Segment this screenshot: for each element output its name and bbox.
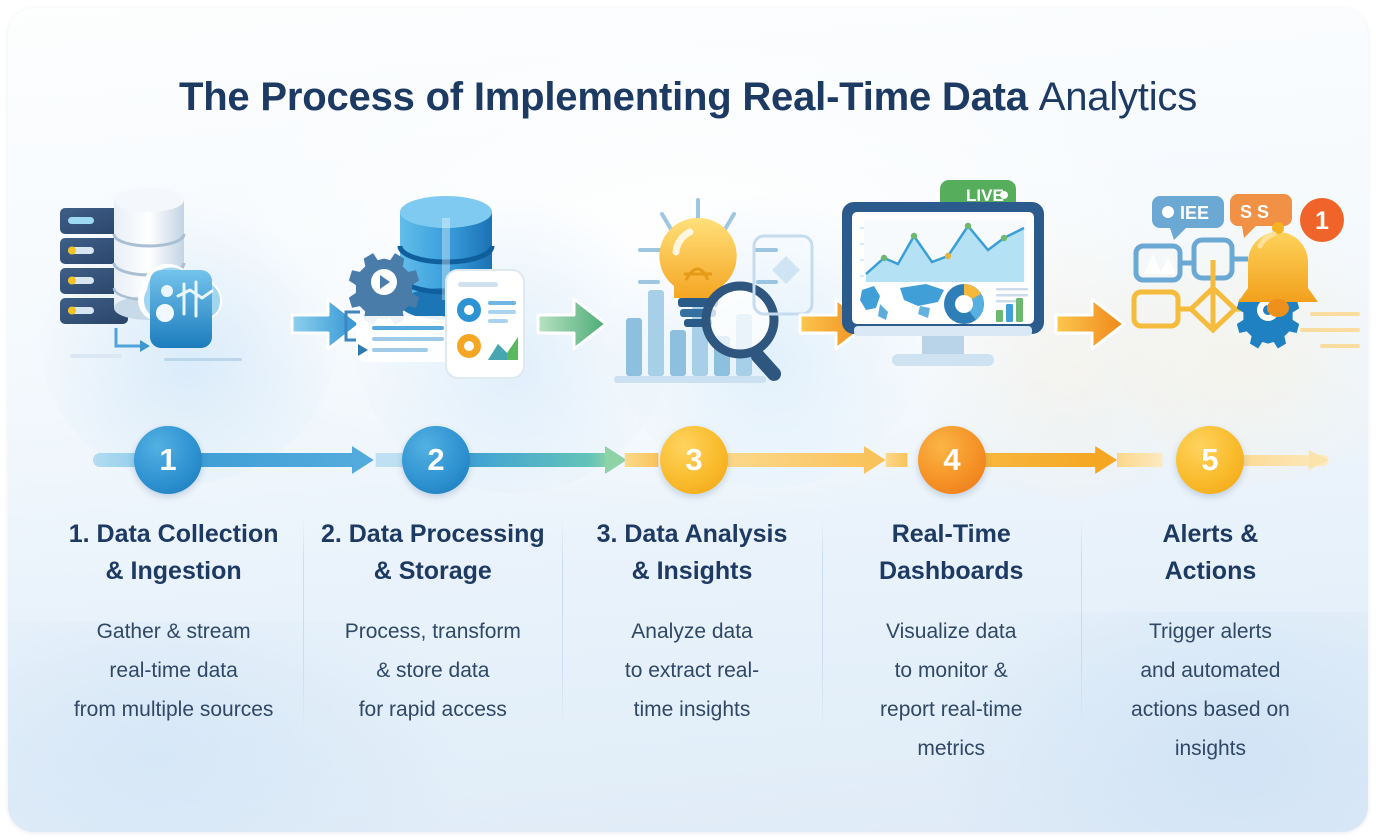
timeline-node-2[interactable]: 2 [402,426,470,494]
step-column-5: Alerts & Actions Trigger alerts and auto… [1080,516,1340,806]
flow-arrow-2-icon [536,297,608,351]
timeline-node-2-number: 2 [427,442,445,477]
timeline-node-5-number: 5 [1201,442,1219,477]
step-column-2: 2. Data Processing & Storage Process, tr… [303,516,562,806]
step-4-description: Visualize data to monitor & report real-… [880,620,1023,760]
background-wash-bottom-right [928,612,1368,832]
bell-workflow-gear-icon: IEE S S [1131,194,1360,349]
svg-text:LIVE: LIVE [966,186,1004,205]
step-column-1: 1. Data Collection & Ingestion Gather & … [44,516,303,806]
timeline-node-4[interactable]: 4 [918,426,986,494]
infographic-card: The Process of Implementing Real-Time Da… [8,8,1368,832]
step-1-description: Gather & stream real-time data from mult… [73,620,274,721]
timeline-node-3-number: 3 [685,442,703,477]
step-column-4: Real-Time Dashboards Visualize data to m… [821,516,1081,806]
gear-database-document-icon [344,196,525,379]
page-title-bold: The Process of Implementing Real-Time Da… [178,75,1039,119]
svg-text:1: 1 [1315,207,1329,235]
svg-text:S S: S S [1240,202,1269,222]
illustration-band: LIVE [8,178,1368,408]
servers-database-cloud-icon [60,188,242,361]
timeline-node-3[interactable]: 3 [660,426,728,494]
step-5-description: Trigger alerts and automated actions bas… [1131,620,1290,760]
step-2-description: Process, transform & store data for rapi… [344,620,521,721]
step-4-heading: Real-Time Dashboards [878,520,1024,585]
chat-bubble-right-group: S S [1230,194,1292,238]
step-3-heading: 3. Data Analysis & Insights [596,520,788,585]
timeline-node-1[interactable]: 1 [134,426,202,494]
page-title-light: Analytics [1038,75,1198,119]
background-wash-bottom-left [8,622,468,832]
flow-arrow-4-icon [1054,297,1126,351]
timeline-node-5[interactable]: 5 [1176,426,1244,494]
steps-columns: 1. Data Collection & Ingestion Gather & … [44,516,1340,806]
step-5-heading: Alerts & Actions [1162,520,1259,585]
step-1-heading: 1. Data Collection & Ingestion [68,520,279,585]
lightbulb-barchart-magnifier-icon [614,198,814,383]
alert-count-badge-group: 1 [1300,198,1344,242]
step-column-3: 3. Data Analysis & Insights Analyze data… [562,516,821,806]
step-3-description: Analyze data to extract real- time insig… [624,620,760,721]
timeline-node-1-number: 1 [159,442,177,477]
step-2-heading: 2. Data Processing & Storage [320,520,545,585]
page-title: The Process of Implementing Real-Time Da… [8,70,1368,124]
timeline-connectors [93,446,1329,474]
timeline: 1 2 3 4 5 [8,426,1368,504]
svg-text:IEE: IEE [1180,203,1209,223]
timeline-node-4-number: 4 [943,442,961,477]
chat-bubble-left-group: IEE [1152,196,1224,240]
flow-arrow-1-icon [290,297,362,351]
monitor-dashboard-icon: LIVE [842,180,1044,366]
